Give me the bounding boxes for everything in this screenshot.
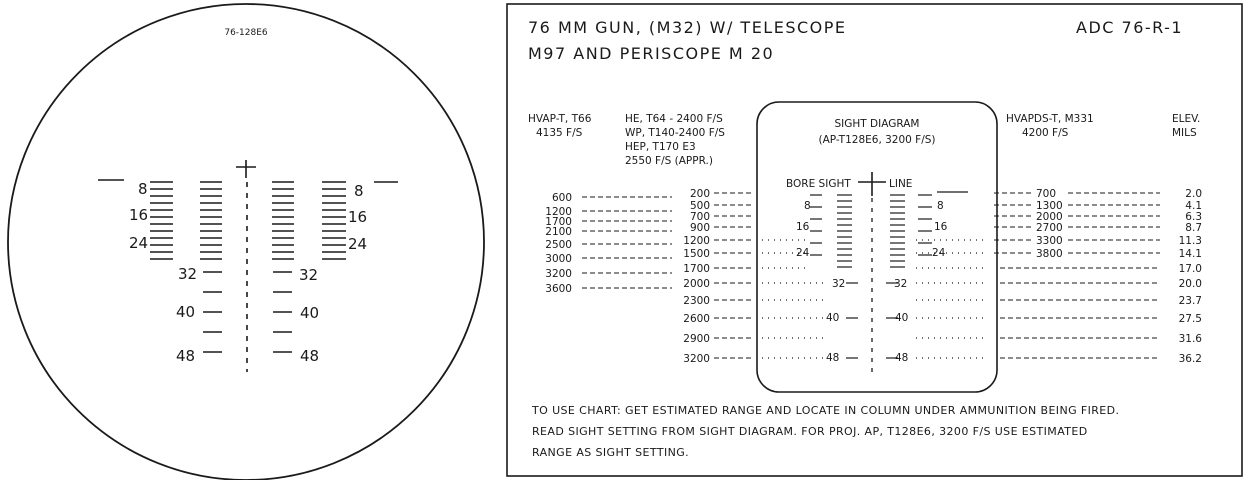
header-he-3: HEP, T170 E3 (625, 141, 696, 153)
card-border (506, 3, 1243, 477)
elev-mils: 14.1 (1179, 248, 1202, 260)
reticle-label-8-left: 8 (138, 180, 148, 198)
hvap-range: 1200 (545, 206, 572, 218)
hvapds-range: 1300 (1036, 200, 1063, 212)
hvapds-range: 3800 (1036, 248, 1063, 260)
he-range: 1500 (683, 248, 710, 260)
reticle-label-48-left: 48 (176, 347, 195, 365)
reticle-label-32-left: 32 (178, 265, 197, 283)
elev-mils: 4.1 (1185, 200, 1202, 212)
he-range: 900 (690, 222, 710, 234)
sight-label-24: 24 (932, 247, 946, 259)
header-hvap-2: 4135 F/S (536, 127, 583, 139)
he-range: 1700 (683, 263, 710, 275)
sight-label-16: 16 (796, 221, 810, 233)
sight-label-24: 24 (796, 247, 810, 259)
he-range: 2900 (683, 333, 710, 345)
card-code: ADC 76-R-1 (1076, 18, 1183, 37)
elev-mils: 36.2 (1179, 353, 1202, 365)
sight-label-16: 16 (934, 221, 948, 233)
he-range: 2000 (683, 278, 710, 290)
hvap-range: 1700 (545, 216, 572, 228)
sight-title-2: (AP-T128E6, 3200 F/S) (818, 134, 935, 146)
reticle-label-40-left: 40 (176, 303, 195, 321)
reticle-circle (7, 3, 485, 480)
reticle-label-24-right: 24 (348, 235, 367, 253)
reticle-cross (236, 160, 256, 178)
header-hvap-1: HVAP-T, T66 (528, 113, 592, 125)
sight-label-8: 8 (937, 200, 944, 212)
hvapds-range: 700 (1036, 188, 1056, 200)
header-elev-2: MILS (1172, 127, 1197, 139)
sight-label-32: 32 (894, 278, 907, 290)
hvapds-range: 2000 (1036, 211, 1063, 223)
range-table: 6001200170021002500300032003600200500700… (545, 172, 1202, 372)
reticle-ticks (150, 181, 346, 353)
reticle-label-48-right: 48 (300, 347, 319, 365)
elev-mils: 6.3 (1185, 211, 1202, 223)
instructions-line2: READ SIGHT SETTING FROM SIGHT DIAGRAM. F… (532, 425, 1088, 438)
elev-mils: 8.7 (1185, 222, 1202, 234)
instructions-line1: TO USE CHART: GET ESTIMATED RANGE AND LO… (531, 404, 1119, 417)
reticle-panel: 76-128E6 8 8 16 16 24 24 32 32 40 40 48 … (7, 3, 485, 480)
reticle-label-32-right: 32 (299, 266, 318, 284)
he-range: 500 (690, 200, 710, 212)
he-range: 2600 (683, 313, 710, 325)
instructions-line3: RANGE AS SIGHT SETTING. (532, 446, 689, 459)
sight-label-48: 48 (826, 352, 839, 364)
elev-mils: 27.5 (1179, 313, 1202, 325)
sight-label-8: 8 (804, 200, 811, 212)
bore-sight-label: BORE SIGHT (786, 178, 851, 190)
sight-diagram-box (756, 101, 998, 393)
sight-label-40: 40 (826, 312, 839, 324)
header-elev-1: ELEV. (1172, 113, 1200, 125)
he-range: 700 (690, 211, 710, 223)
elev-mils: 23.7 (1179, 295, 1202, 307)
he-range: 200 (690, 188, 710, 200)
card-title-line1: 76 MM GUN, (M32) W/ TELESCOPE (528, 18, 847, 37)
elev-mils: 2.0 (1185, 188, 1202, 200)
hvap-range: 3200 (545, 268, 572, 280)
elev-mils: 11.3 (1179, 235, 1202, 247)
he-range: 3200 (683, 353, 710, 365)
hvap-range: 2100 (545, 226, 572, 238)
card-title-line2: M97 AND PERISCOPE M 20 (528, 44, 774, 63)
reticle-label-8-right: 8 (354, 182, 364, 200)
hvap-range: 600 (552, 192, 572, 204)
hvapds-range: 2700 (1036, 222, 1063, 234)
header-hvapds-1: HVAPDS-T, M331 (1006, 113, 1094, 125)
sight-label-32: 32 (832, 278, 845, 290)
elev-mils: 31.6 (1179, 333, 1203, 345)
reticle-label-16-right: 16 (348, 208, 367, 226)
elev-mils: 17.0 (1179, 263, 1202, 275)
elev-mils: 20.0 (1179, 278, 1202, 290)
hvap-range: 2500 (545, 239, 572, 251)
he-range: 2300 (683, 295, 710, 307)
header-hvapds-2: 4200 F/S (1022, 127, 1069, 139)
reticle-label-24-left: 24 (129, 234, 148, 252)
line-label: LINE (889, 178, 912, 190)
hvapds-range: 3300 (1036, 235, 1063, 247)
reticle-label-40-right: 40 (300, 304, 319, 322)
sight-title-1: SIGHT DIAGRAM (835, 118, 920, 130)
hvap-range: 3000 (545, 253, 572, 265)
sight-label-48: 48 (895, 352, 908, 364)
he-range: 1200 (683, 235, 710, 247)
header-he-4: 2550 F/S (APPR.) (625, 155, 713, 167)
hvap-range: 3600 (545, 283, 572, 295)
sight-label-40: 40 (895, 312, 908, 324)
reticle-code: 76-128E6 (224, 28, 268, 38)
header-he-1: HE, T64 - 2400 F/S (625, 113, 723, 125)
range-card: 76 MM GUN, (M32) W/ TELESCOPE M97 AND PE… (506, 3, 1243, 477)
header-he-2: WP, T140-2400 F/S (625, 127, 725, 139)
reticle-label-16-left: 16 (129, 206, 148, 224)
